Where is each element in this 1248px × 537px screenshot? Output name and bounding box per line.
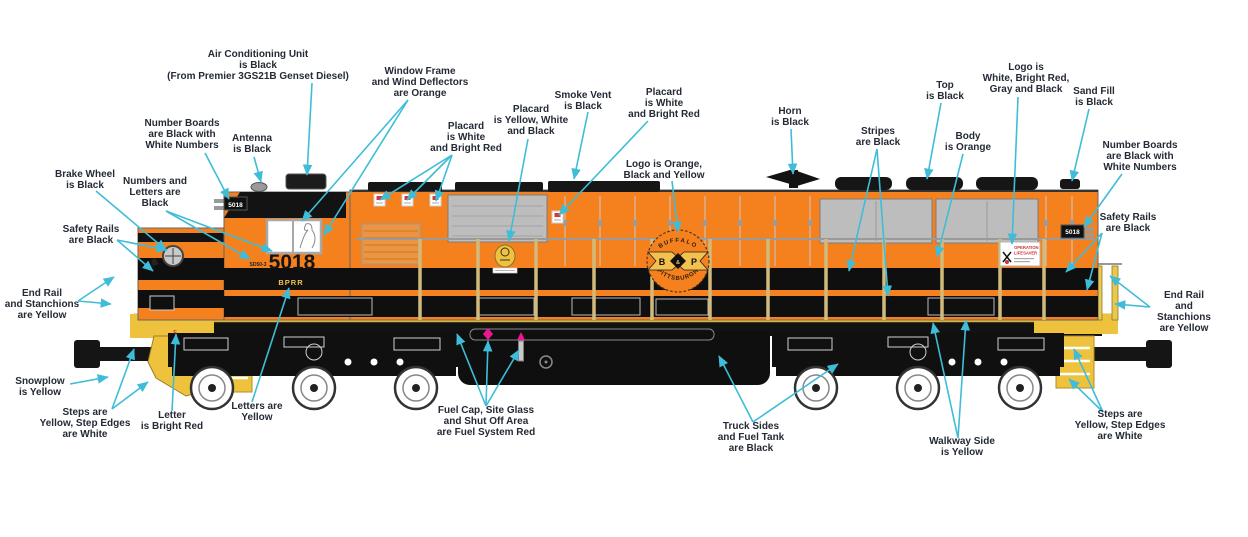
logo-b-text: B bbox=[659, 257, 666, 267]
annotation-arrow bbox=[571, 111, 589, 180]
annotation-arrow bbox=[165, 210, 251, 260]
annotation-arrow bbox=[434, 154, 453, 202]
annotation-arrow bbox=[379, 154, 453, 201]
annotation-arrow bbox=[77, 276, 115, 302]
fuel-tank bbox=[458, 328, 770, 385]
annotation-arrow bbox=[323, 99, 409, 236]
annotation-arrow bbox=[456, 333, 487, 407]
annotation-arrow bbox=[718, 355, 754, 423]
annotation-arrow bbox=[1073, 348, 1104, 413]
annotation-arrow bbox=[1068, 378, 1104, 413]
lifesaver-line2: LIFESAVER bbox=[1014, 251, 1037, 256]
model-text: SD50-3 bbox=[250, 262, 267, 268]
annotation-arrow bbox=[787, 128, 798, 175]
front-letter-text: F bbox=[173, 330, 177, 336]
yellow-oval-placard bbox=[492, 244, 518, 274]
front-number-board-text: 5018 bbox=[228, 202, 243, 209]
annotation-arrow bbox=[77, 298, 112, 308]
front-truck bbox=[168, 333, 460, 411]
annotation-arrow bbox=[69, 374, 109, 385]
rear-number-board-text: 5018 bbox=[1065, 229, 1080, 236]
rear-number-board: 5018 bbox=[1060, 224, 1094, 239]
annotation-arrow bbox=[1085, 232, 1103, 291]
annotation-arrow bbox=[165, 210, 273, 252]
annotation-arrow bbox=[301, 99, 409, 222]
fuel-system-details bbox=[483, 328, 525, 362]
front-number-board: 5018 bbox=[214, 196, 248, 211]
annotation-arrow bbox=[204, 152, 230, 200]
horn bbox=[766, 170, 820, 188]
annotation-arrow bbox=[111, 381, 149, 410]
annotation-arrow bbox=[671, 180, 682, 233]
annotation-arrow bbox=[957, 319, 971, 439]
annotation-arrow bbox=[924, 102, 942, 180]
equipment-boxes bbox=[149, 295, 995, 316]
annotation-arrow bbox=[558, 120, 649, 216]
annotation-arrow bbox=[846, 148, 878, 272]
rear-truck bbox=[772, 333, 1064, 411]
inlet-grille bbox=[447, 194, 548, 243]
bp-logo: BUFFALO PITTSBURGH B P & bbox=[646, 229, 710, 293]
annotation-arrow bbox=[1083, 173, 1123, 228]
annotation-arrow bbox=[482, 340, 493, 407]
smoke-vent bbox=[548, 181, 660, 192]
cab-number-text: 5018 bbox=[269, 251, 316, 274]
annotation-arrow bbox=[1114, 300, 1151, 310]
annotation-arrow bbox=[752, 363, 839, 423]
annotation-arrow bbox=[1007, 96, 1019, 245]
roof-units bbox=[368, 177, 1080, 192]
fuel-cap bbox=[483, 328, 493, 340]
annotation-arrow bbox=[253, 156, 263, 183]
nose-top bbox=[138, 233, 226, 242]
logo-amp-text: & bbox=[676, 260, 680, 266]
front-coupler bbox=[74, 340, 156, 368]
annotation-arrow bbox=[930, 322, 959, 439]
annotation-arrow bbox=[934, 153, 964, 258]
lifesaver-placard: OPERATION LIFESAVER bbox=[999, 241, 1041, 267]
annotation-arrow bbox=[116, 239, 154, 272]
trucks bbox=[168, 333, 1064, 411]
annotation-arrow bbox=[170, 333, 181, 412]
cab-roof-band bbox=[224, 192, 346, 218]
annotation-arrow bbox=[251, 287, 291, 403]
placard bbox=[551, 210, 564, 224]
annotation-arrow bbox=[406, 154, 453, 201]
logo-p-text: P bbox=[691, 257, 697, 267]
annotation-arrow bbox=[95, 190, 167, 251]
annotation-arrow bbox=[1069, 108, 1090, 182]
cab-window bbox=[265, 218, 323, 255]
annotation-arrow bbox=[506, 138, 529, 242]
radiator-grilles bbox=[819, 198, 1039, 244]
annotation-arrow bbox=[876, 148, 893, 297]
lifesaver-line1: OPERATION bbox=[1014, 245, 1039, 250]
annotation-arrow bbox=[1109, 275, 1151, 308]
annotation-arrow bbox=[111, 348, 135, 410]
annotation-arrow bbox=[302, 82, 313, 176]
rear-coupler bbox=[1094, 340, 1172, 368]
cab-letters-text: BPRR bbox=[278, 278, 303, 287]
brake-wheel bbox=[151, 245, 184, 267]
shut-off-marker bbox=[517, 332, 525, 340]
annotation-arrow bbox=[485, 349, 520, 407]
annotation-arrow bbox=[1065, 232, 1103, 273]
